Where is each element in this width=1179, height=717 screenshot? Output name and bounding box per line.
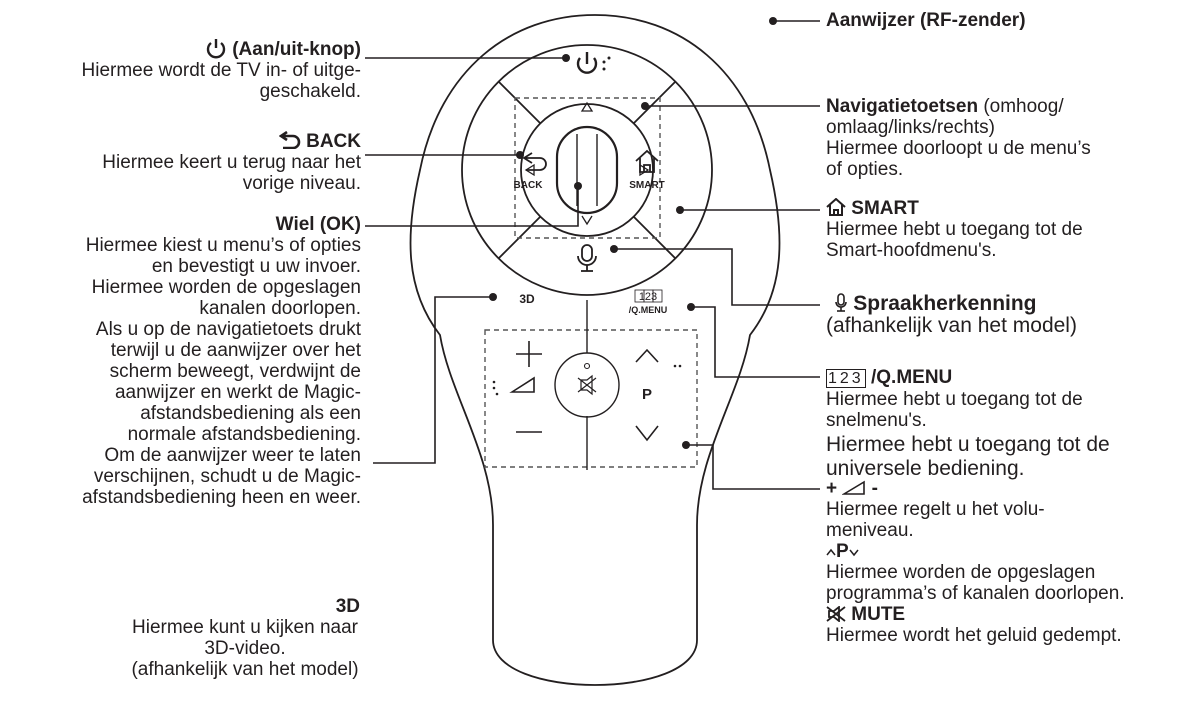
p-button-label: P xyxy=(642,386,652,403)
down-arrow-icon xyxy=(581,215,593,226)
pointer-title: Aanwijzer (RF-zender) xyxy=(826,10,1026,31)
p-title: P xyxy=(836,541,849,562)
qmenu-num-label: 123 xyxy=(639,291,657,303)
callout-back: BACK Hiermee keert u terug naar het vori… xyxy=(102,130,361,194)
qmenu-button-label: /Q.MENU xyxy=(629,305,668,315)
callout-pointer: Aanwijzer (RF-zender) xyxy=(826,10,1026,31)
plus-icon xyxy=(516,341,542,367)
channel-up-icon xyxy=(635,348,659,363)
microphone-icon xyxy=(835,293,847,312)
p-desc: Hiermee worden de opgeslagen programma’s… xyxy=(826,562,1125,604)
wheel-desc: Hiermee kiest u menu’s of opties en beve… xyxy=(82,235,361,508)
nav-title: Navigatietoetsen xyxy=(826,96,979,117)
callout-volume: + - Hiermee regelt u het volu- meniveau.… xyxy=(826,478,1125,646)
leader-qmenu xyxy=(691,306,820,378)
mute-title: MUTE xyxy=(851,604,906,625)
callout-nav: Navigatietoetsen (omhoog/ omlaag/links/r… xyxy=(826,96,1091,180)
back-button-label: BACK xyxy=(514,180,544,191)
power-icon xyxy=(576,52,598,74)
volume-desc: Hiermee regelt u het volu- meniveau. xyxy=(826,499,1045,541)
three-d-desc: Hiermee kunt u kijken naar 3D-video. (af… xyxy=(131,617,359,680)
volume-icon xyxy=(841,480,866,495)
volume-icon xyxy=(509,376,535,393)
callout-3d: 3D Hiermee kunt u kijken naar 3D-video. … xyxy=(130,596,360,680)
channel-down-icon xyxy=(849,549,859,557)
volume-minus: - xyxy=(871,478,878,499)
mute-icon xyxy=(577,374,597,396)
microphone-icon xyxy=(577,244,597,272)
voice-desc: (afhankelijk van het model) xyxy=(826,314,1077,337)
mute-icon xyxy=(826,605,846,623)
volume-plus: + xyxy=(826,478,838,499)
home-icon xyxy=(635,149,659,173)
qmenu-desc: Hiermee hebt u toegang tot de snelmenu's… xyxy=(826,389,1083,431)
voice-title: Spraakherkenning xyxy=(853,292,1037,315)
remote-body-outline xyxy=(409,14,781,686)
three-d-title: 3D xyxy=(335,596,360,617)
power-icon xyxy=(206,39,226,59)
callout-qmenu: 123 /Q.MENU Hiermee hebt u toegang tot d… xyxy=(826,367,1110,481)
nav-title-suffix: (omhoog/ xyxy=(978,96,1064,117)
lower-dashed-box xyxy=(484,329,698,468)
nav-ring xyxy=(461,44,713,296)
nav-desc: omlaag/links/rechts) Hiermee doorloopt u… xyxy=(826,117,1091,180)
leader-3d xyxy=(373,296,493,464)
qmenu-num-boxes: 123 xyxy=(826,369,866,388)
smart-title: SMART xyxy=(851,198,919,219)
power-title: (Aan/uit-knop) xyxy=(232,39,361,60)
leader-voice xyxy=(614,248,820,306)
leader-volume xyxy=(686,444,820,490)
back-icon xyxy=(522,152,547,171)
power-desc: Hiermee wordt de TV in- of uitge- gescha… xyxy=(81,60,362,102)
home-icon xyxy=(826,197,846,216)
callout-wheel: Wiel (OK) Hiermee kiest u menu’s of opti… xyxy=(82,214,361,508)
callout-voice: Spraakherkenning (afhankelijk van het mo… xyxy=(826,292,1077,337)
back-desc: Hiermee keert u terug naar het vorige ni… xyxy=(102,152,361,194)
three-d-button-label: 3D xyxy=(519,292,535,306)
qmenu-desc2: Hiermee hebt u toegang tot de universele… xyxy=(826,433,1110,480)
channel-up-icon xyxy=(826,548,836,556)
smart-desc: Hiermee hebt u toegang tot de Smart-hoof… xyxy=(826,219,1083,261)
back-icon xyxy=(278,130,301,150)
qmenu-title: /Q.MENU xyxy=(870,367,953,388)
wheel xyxy=(555,125,619,215)
callout-power: (Aan/uit-knop) Hiermee wordt de TV in- o… xyxy=(81,37,362,102)
up-arrow-icon xyxy=(580,101,594,112)
callout-smart: SMART Hiermee hebt u toegang tot de Smar… xyxy=(826,197,1083,261)
back-title: BACK xyxy=(306,131,361,152)
nav-dashed-box xyxy=(514,97,661,239)
channel-down-icon xyxy=(635,425,659,442)
wheel-title: Wiel (OK) xyxy=(275,214,361,235)
leader-wheel xyxy=(365,188,579,227)
smart-button-label: SMART xyxy=(629,180,665,191)
mute-desc: Hiermee wordt het geluid gedempt. xyxy=(826,625,1122,646)
mute-button-circle xyxy=(554,352,620,418)
